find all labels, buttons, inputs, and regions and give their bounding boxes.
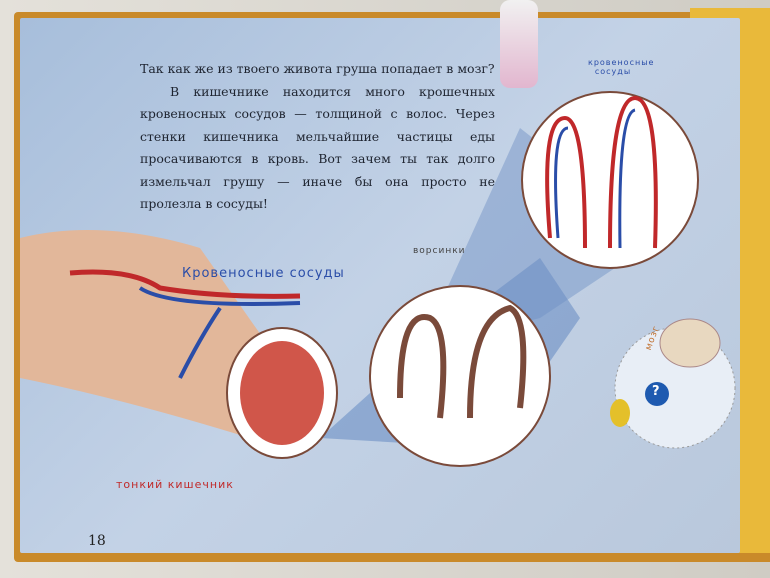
- artery: [69, 269, 301, 299]
- body-text: Так как же из твоего живота груша попада…: [140, 58, 495, 216]
- label-vessels: Кровеносные сосуды: [182, 266, 345, 281]
- vein: [138, 286, 301, 379]
- villi-circle: [369, 285, 551, 467]
- label-villi: ворсинки: [413, 246, 466, 256]
- book-page: Так как же из твоего живота груша попада…: [20, 18, 740, 553]
- paragraph: Так как же из твоего живота груша попада…: [140, 61, 495, 76]
- villus-vein: [554, 108, 636, 249]
- paragraph: В кишечнике находится много крошечных кр…: [140, 83, 495, 212]
- pink-clip: [500, 0, 538, 88]
- page-number: 18: [88, 533, 106, 549]
- villi-drawing: [397, 304, 527, 419]
- label-small-intestine: тонкий кишечник: [116, 478, 234, 491]
- villus-artery: [545, 95, 658, 249]
- brain-icon: [659, 318, 721, 368]
- question-mark: ?: [652, 384, 661, 399]
- label-vessels-small: кровеносные сосуды: [588, 58, 655, 76]
- pear-icon: [610, 399, 630, 427]
- intestine-band: [20, 230, 270, 438]
- illustration: [20, 91, 736, 467]
- question-circle-icon: [645, 382, 669, 406]
- intestine-lumen: [240, 341, 324, 445]
